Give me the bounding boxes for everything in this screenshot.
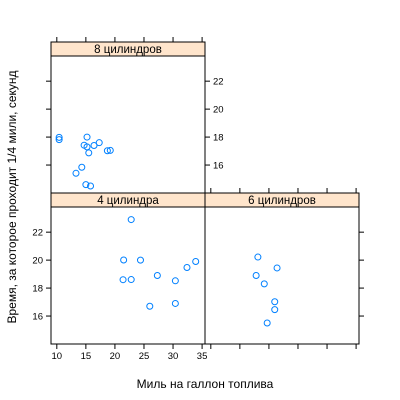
data-point xyxy=(95,139,103,147)
data-point xyxy=(146,302,154,310)
data-point xyxy=(83,143,91,151)
y-tick-label: 20 xyxy=(213,105,224,116)
panel-strip-label: 4 цилиндра xyxy=(97,195,159,207)
y-tick-label: 22 xyxy=(32,228,43,239)
data-point xyxy=(252,272,260,279)
data-point xyxy=(78,163,86,171)
data-point xyxy=(171,277,179,285)
x-tick-label: 20 xyxy=(110,351,121,362)
panel-strip-label: 8 цилиндров xyxy=(94,44,162,56)
data-point xyxy=(271,298,279,306)
data-point xyxy=(183,264,191,272)
y-tick-label: 18 xyxy=(32,284,43,295)
x-tick-label: 35 xyxy=(197,351,208,362)
x-tick-label: 15 xyxy=(81,351,92,362)
data-point xyxy=(136,256,144,264)
panel: 6 цилиндров xyxy=(204,192,360,345)
data-point xyxy=(127,216,135,224)
data-point xyxy=(171,299,179,307)
data-point xyxy=(119,276,127,284)
data-point xyxy=(120,256,128,264)
data-point xyxy=(153,272,161,279)
x-tick-label: 10 xyxy=(52,351,63,362)
y-tick-label: 16 xyxy=(213,161,224,172)
data-point xyxy=(72,169,80,177)
panels-layer: 4 цилиндра 6 цилиндров 8 цилиндров xyxy=(50,41,360,345)
panel: 8 цилиндров xyxy=(50,41,206,194)
data-point xyxy=(55,136,63,144)
data-point xyxy=(273,264,281,272)
data-point xyxy=(55,133,63,141)
data-point xyxy=(90,141,98,149)
data-point xyxy=(254,253,262,261)
axes-layer: 10 15 20 25 30 35 16 16 18 18 20 20 22 22 xyxy=(32,37,364,362)
data-point xyxy=(106,146,114,154)
data-point xyxy=(103,147,111,155)
data-point xyxy=(83,133,91,141)
panel-strip-label: 6 цилиндров xyxy=(248,195,316,207)
panel-frame xyxy=(204,206,360,345)
y-tick-label: 20 xyxy=(32,256,43,267)
data-point xyxy=(271,306,279,314)
y-tick-label: 22 xyxy=(213,77,224,88)
panel-frame xyxy=(50,55,206,194)
data-point xyxy=(192,258,200,266)
data-point xyxy=(260,280,268,288)
x-tick-label: 25 xyxy=(139,351,150,362)
y-axis-label: Время, за которое проходит 1/4 мили, сек… xyxy=(5,70,19,323)
data-point xyxy=(127,276,135,284)
x-tick-label: 30 xyxy=(168,351,179,362)
data-point xyxy=(85,149,93,157)
data-point xyxy=(87,182,95,190)
panel: 4 цилиндра xyxy=(50,192,206,345)
data-point xyxy=(263,319,271,327)
y-tick-label: 16 xyxy=(32,312,43,323)
y-tick-label: 18 xyxy=(213,133,224,144)
x-axis-label: Миль на галлон топлива xyxy=(137,377,274,391)
data-point xyxy=(82,181,90,189)
panel-frame xyxy=(50,206,206,345)
